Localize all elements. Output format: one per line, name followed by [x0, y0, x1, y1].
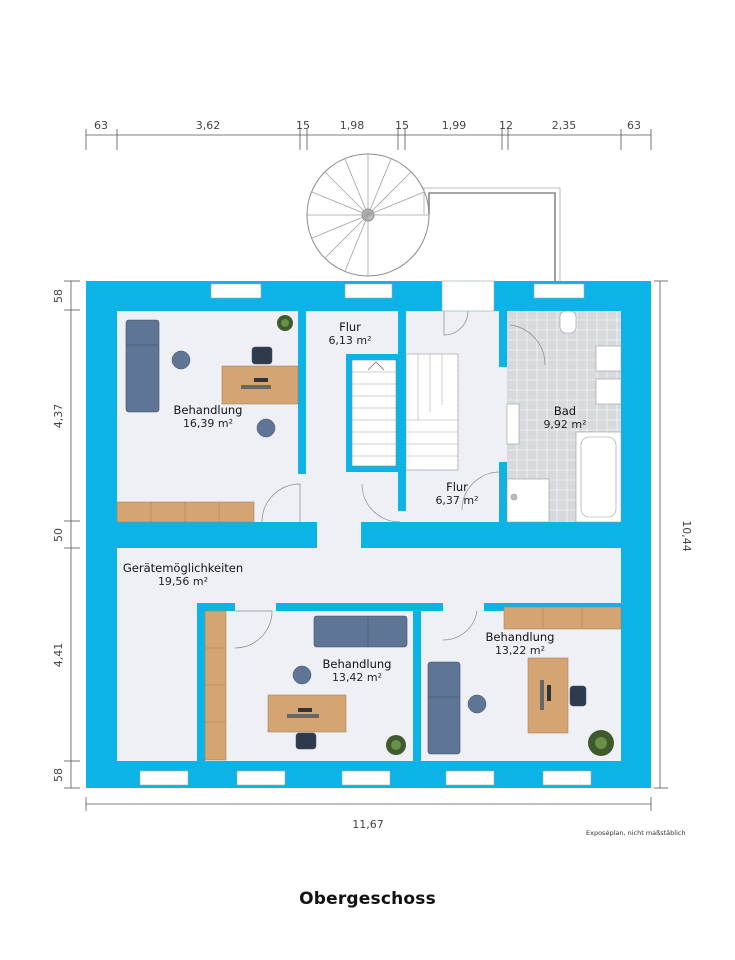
room-name-bad: Bad — [554, 404, 576, 418]
bottom-dimension — [85, 797, 652, 811]
left-dimension-chain — [64, 280, 80, 789]
dim-top-5: 15 — [395, 119, 409, 132]
dim-left-4: 4,41 — [52, 643, 65, 668]
dim-top-8: 2,35 — [552, 119, 577, 132]
dim-top-6: 1,99 — [442, 119, 467, 132]
scale-note: Exposéplan, nicht maßstäblich — [586, 829, 686, 837]
room-area-behandlung-2: 13,22 m² — [495, 644, 545, 657]
desks — [221, 365, 569, 734]
room-area-behandlung-3: 13,42 m² — [332, 671, 382, 684]
room-name-behandlung-3: Behandlung — [323, 657, 392, 671]
room-name-behandlung-2: Behandlung — [486, 630, 555, 644]
dim-top-3: 15 — [296, 119, 310, 132]
dim-left-1: 58 — [52, 289, 65, 303]
dim-bottom: 11,67 — [352, 818, 384, 831]
bath-fixtures — [506, 310, 622, 523]
room-name-flur-2: Flur — [446, 480, 468, 494]
dim-top-4: 1,98 — [340, 119, 365, 132]
doors — [234, 310, 546, 649]
room-area-behandlung-1: 16,39 m² — [183, 417, 233, 430]
room-area-flur-2: 6,37 m² — [435, 494, 478, 507]
dim-right: 10,44 — [680, 520, 693, 552]
dim-left-3: 50 — [52, 528, 65, 542]
chairs — [171, 346, 587, 750]
straight-staircase — [346, 353, 459, 472]
dim-top-1: 63 — [94, 119, 108, 132]
dim-top-7: 12 — [499, 119, 513, 132]
dim-left-2: 4,37 — [52, 404, 65, 429]
spiral-staircase — [306, 153, 561, 281]
floor-title: Obergeschoss — [299, 889, 436, 909]
benches — [116, 501, 622, 761]
room-area-bad: 9,92 m² — [543, 418, 586, 431]
right-dimension — [654, 280, 668, 789]
room-name-behandlung-1: Behandlung — [174, 403, 243, 417]
room-name-geraetemoeglichkeiten: Gerätemöglichkeiten — [123, 561, 243, 575]
treatment-couches — [125, 319, 461, 755]
top-dimension-chain — [85, 129, 652, 150]
dim-top-9: 63 — [627, 119, 641, 132]
windows — [139, 280, 592, 786]
room-name-flur-top: Flur — [339, 320, 361, 334]
room-area-geraetemoeglichkeiten: 19,56 m² — [158, 575, 208, 588]
dim-top-2: 3,62 — [196, 119, 221, 132]
room-area-flur-top: 6,13 m² — [328, 334, 371, 347]
dim-left-5: 58 — [52, 768, 65, 782]
